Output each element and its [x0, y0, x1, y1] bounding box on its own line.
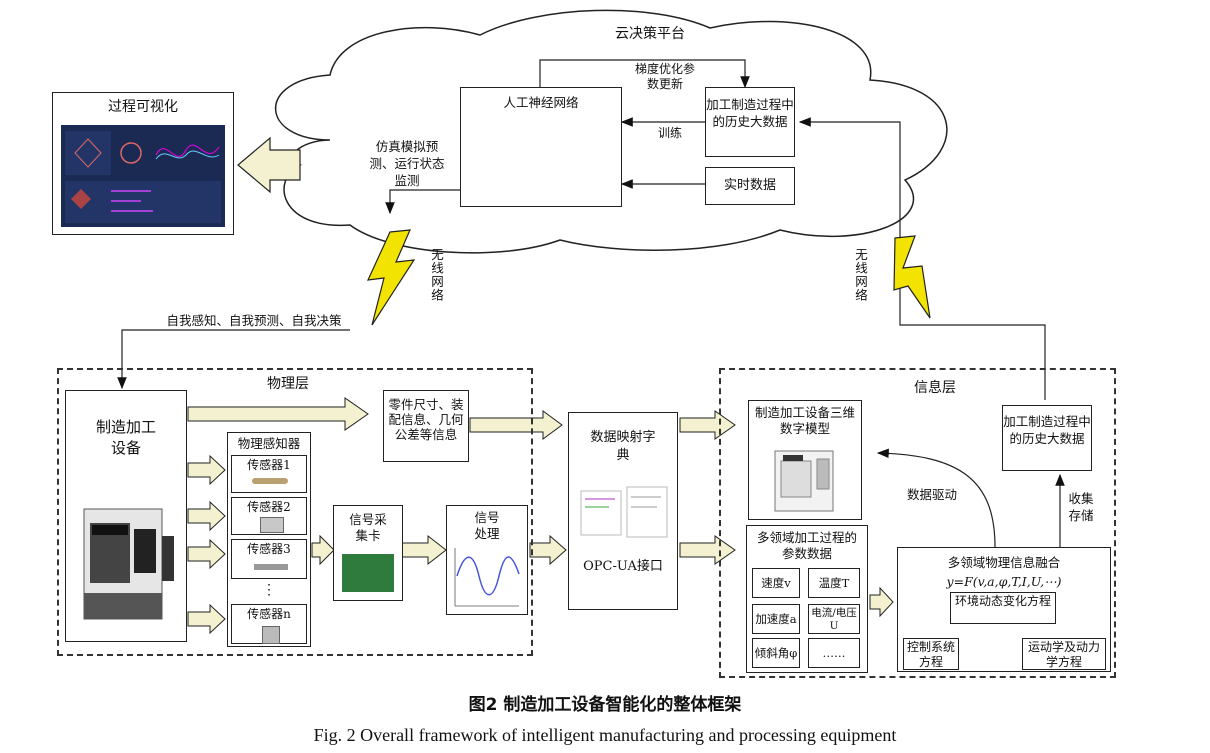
- neural-network-title: 人工神经网络: [503, 95, 579, 110]
- digital-model-title: 制造加工设备三维数字模型: [755, 405, 856, 436]
- param-more: ……: [808, 638, 860, 668]
- signal-processing-box: 信号处理: [446, 505, 528, 615]
- daq-card-box: 信号采集卡: [333, 505, 403, 601]
- sensor-n-image: [262, 626, 280, 644]
- digital-model-box: 制造加工设备三维数字模型: [748, 400, 862, 520]
- param-speed: 速度v: [752, 568, 800, 598]
- sensor-2-label: 传感器2: [247, 500, 291, 514]
- signal-processing-title: 信号处理: [474, 510, 500, 541]
- control-equation: 控制系统方程: [903, 638, 959, 670]
- visualization-panel: 过程可视化: [52, 92, 234, 235]
- physical-layer: [57, 368, 533, 656]
- mapping-box: 数据映射字典 OPC-UA接口: [568, 412, 678, 610]
- history-data-info: 加工制造过程中的历史大数据: [1002, 405, 1092, 471]
- data-drive-label: 数据驱动: [906, 487, 957, 502]
- sensor-n: 传感器n: [231, 604, 307, 644]
- figure-caption-cn: 图2 制造加工设备智能化的整体框架: [468, 695, 742, 715]
- sensor-2-image: [260, 517, 284, 533]
- opc-ua-label: OPC-UA接口: [583, 559, 663, 574]
- fusion-title: 多领域物理信息融合: [947, 555, 1061, 570]
- fusion-formula: y=F(v,a,φ,T,I,U,⋯): [946, 574, 1062, 589]
- cloud-title: 云决策平台: [615, 26, 685, 42]
- wireless-left-label: 无线网络: [429, 248, 444, 302]
- sensor-2: 传感器2: [231, 497, 307, 535]
- sensor-n-label: 传感器n: [247, 607, 291, 621]
- history-data-top: 加工制造过程中的历史大数据: [705, 87, 795, 157]
- env-equation: 环境动态变化方程: [950, 592, 1056, 624]
- parts-info-box: 零件尺寸、装配信息、几何公差等信息: [383, 390, 469, 462]
- mapping-dictionary-image: [580, 486, 668, 538]
- arrow-to-visualization: [237, 136, 301, 194]
- signal-wave-chart: [454, 548, 520, 607]
- equipment-title: 制造加工设备: [95, 418, 156, 457]
- param-current-voltage: 电流/电压U: [808, 604, 860, 634]
- sensors-title: 物理感知器: [237, 436, 301, 451]
- daq-card-image: [342, 554, 394, 592]
- sensor-3-image: [254, 564, 288, 570]
- dashboard-screenshot: [61, 125, 225, 227]
- 3d-model-image: [774, 450, 834, 512]
- figure-caption-en: Fig. 2 Overall framework of intelligent …: [313, 725, 897, 745]
- info-layer-title: 信息层: [914, 380, 956, 396]
- visualization-title: 过程可视化: [108, 99, 178, 115]
- param-tilt: 倾斜角φ: [752, 638, 800, 668]
- param-temperature: 温度T: [808, 568, 860, 598]
- sensor-1-label: 传感器1: [247, 458, 291, 472]
- train-label: 训练: [657, 126, 682, 140]
- daq-card-title: 信号采集卡: [349, 512, 387, 543]
- kinematics-equation: 运动学及动力学方程: [1022, 638, 1106, 670]
- realtime-data: 实时数据: [705, 167, 795, 205]
- sensor-1-image: [252, 478, 288, 484]
- collect-label: 收集存储: [1068, 491, 1094, 523]
- sensor-3-label: 传感器3: [247, 542, 291, 556]
- equipment-box: 制造加工设备: [65, 390, 187, 642]
- neural-network-box: 人工神经网络: [460, 87, 622, 207]
- sim-label: 仿真模拟预测、运行状态监测: [369, 139, 445, 188]
- lightning-icon-right: [893, 235, 931, 319]
- sensor-3: 传感器3: [231, 539, 307, 579]
- mapping-title: 数据映射字典: [590, 430, 656, 463]
- physical-layer-title: 物理层: [267, 376, 309, 392]
- multi-params-title: 多领域加工过程的参数数据: [757, 530, 858, 561]
- self-label: 自我感知、自我预测、自我决策: [166, 313, 342, 328]
- sensor-1: 传感器1: [231, 455, 307, 493]
- param-acceleration: 加速度a: [752, 604, 800, 634]
- wireless-right-label: 无线网络: [853, 248, 868, 302]
- cnc-machine-image: [83, 508, 174, 620]
- info-layer: [719, 368, 1116, 678]
- sensor-ellipsis: ⋮: [262, 582, 276, 598]
- lightning-icon-left: [367, 229, 416, 326]
- gradient-label: 梯度优化参数更新: [634, 62, 695, 91]
